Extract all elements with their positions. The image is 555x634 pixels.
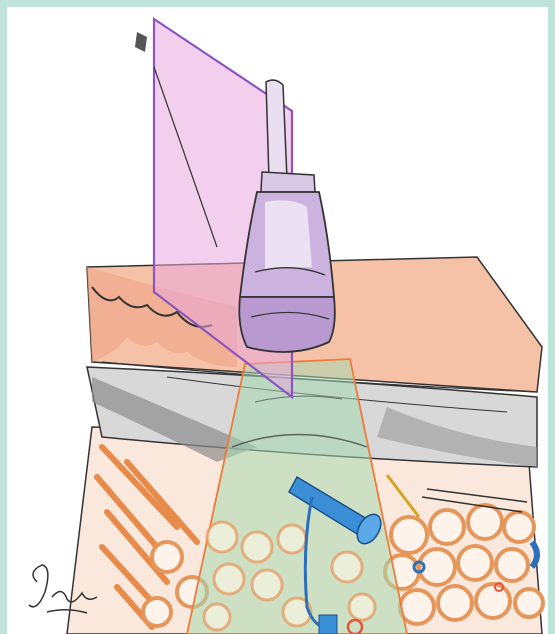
fat-lobules-right	[385, 505, 543, 624]
ultrasound-illustration	[7, 7, 548, 634]
illustration-panel	[7, 7, 548, 634]
